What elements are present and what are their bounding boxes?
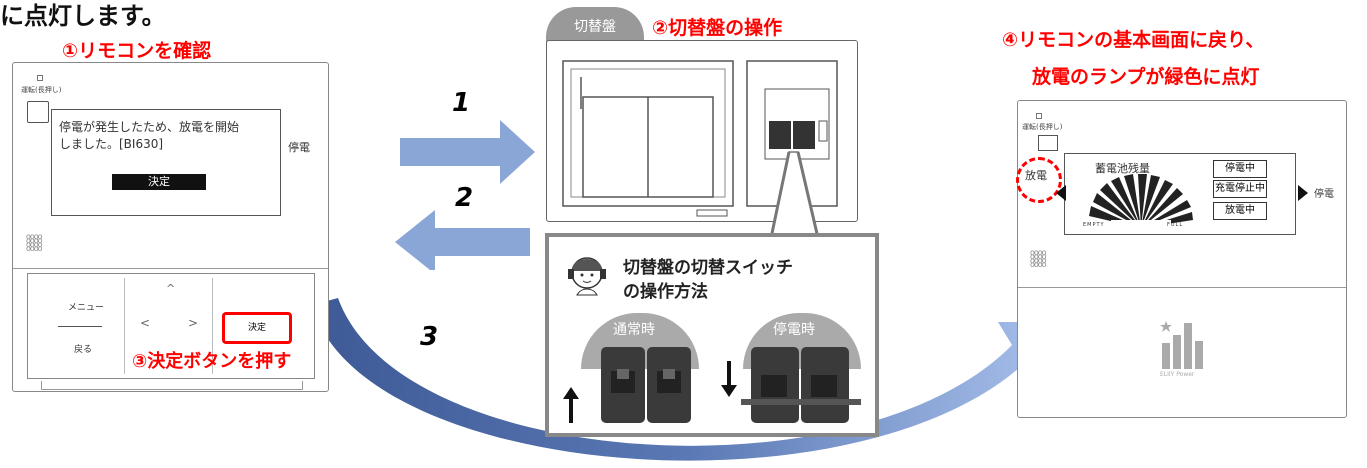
back-button[interactable]: 戻る	[74, 345, 93, 355]
indicator-lamp	[37, 75, 43, 81]
remote-controller-1: 運転(長押し) 停電が発生したため、放電を開始 しました。[BI630] 決定 …	[12, 62, 329, 392]
up-button[interactable]: ^	[166, 282, 176, 295]
switch-outage-illustration	[741, 347, 861, 423]
screen-confirm-bar: 決定	[112, 174, 206, 190]
status-outage: 停電中	[1213, 160, 1267, 178]
outage-side-label: 停電	[288, 141, 310, 154]
status-charge-stopped: 充電停止中	[1213, 180, 1267, 198]
switchboard-illustration	[562, 60, 838, 217]
message-line1: 停電が発生したため、放電を開始	[59, 120, 240, 134]
right-arrow-icon	[1298, 185, 1308, 201]
operator-headset-icon	[568, 257, 606, 296]
run-label: 運転(長押し)	[21, 86, 62, 94]
howto-title-line2: の操作方法	[623, 282, 708, 302]
lcd-screen: 停電が発生したため、放電を開始 しました。[BI630] 決定	[51, 109, 281, 216]
run-button[interactable]	[27, 101, 49, 123]
right-button[interactable]: >	[188, 316, 199, 330]
down-arrow-icon	[721, 361, 737, 397]
menu-button[interactable]: メニュー	[68, 303, 105, 313]
up-arrow-icon	[563, 387, 579, 423]
status-discharging: 放電中	[1213, 202, 1267, 220]
message-line2: しました。[BI630]	[59, 137, 164, 151]
brand-name: ELIIY Power	[1160, 371, 1195, 378]
normal-label: 通常時	[613, 322, 655, 338]
step3-caption: ③決定ボタンを押す	[132, 351, 292, 372]
step4-caption-line2: 放電のランプが緑色に点灯	[1032, 66, 1260, 88]
discharge-lamp-highlight	[1016, 157, 1062, 203]
switch-normal-illustration	[601, 347, 691, 423]
confirm-button[interactable]: 決定	[222, 312, 292, 344]
step4-caption-line1: ④リモコンの基本画面に戻り、	[1002, 29, 1265, 51]
arrow-2-label: 2	[455, 183, 474, 213]
lcd-screen-2: 蓄電池残量 EMPTY FULL 停電中 充電停止中 放電中	[1064, 153, 1296, 235]
discharge-label: 放電	[1025, 169, 1047, 182]
run-label-2: 運転(長押し)	[1022, 123, 1063, 131]
left-button[interactable]: <	[140, 316, 151, 330]
top-partial-text: に点灯します。	[0, 2, 166, 30]
left-arrow-icon	[1056, 185, 1066, 201]
remote-controller-2: 運転(長押し) 放電 蓄電池残量 EMPTY FULL 停電中 充電停	[1016, 100, 1347, 418]
arrow-3-label: 3	[420, 322, 439, 352]
brand-logo	[1160, 321, 1203, 369]
step2-caption: ②切替盤の操作	[652, 17, 783, 39]
empty-label: EMPTY	[1083, 222, 1105, 228]
button-area: メニュー 戻る ^ < > 決定	[27, 273, 315, 379]
full-label: FULL	[1167, 222, 1184, 228]
outage-label: 停電時	[773, 322, 815, 338]
step1-caption: ①リモコンを確認	[62, 40, 212, 62]
outage-side-label-2: 停電	[1314, 189, 1334, 200]
arrow-1-and-2	[395, 120, 535, 270]
indicator-lamp-2	[1036, 113, 1042, 119]
battery-level-label: 蓄電池残量	[1095, 162, 1150, 175]
run-button-2[interactable]	[1038, 135, 1058, 151]
battery-gauge-icon	[1089, 174, 1193, 232]
switch-howto-panel: 切替盤の切替スイッチ の操作方法 通常時 停電時	[545, 233, 879, 437]
switchboard-diagram	[546, 40, 858, 222]
arrow-1-label: 1	[452, 88, 471, 118]
howto-title-line1: 切替盤の切替スイッチ	[623, 258, 793, 278]
